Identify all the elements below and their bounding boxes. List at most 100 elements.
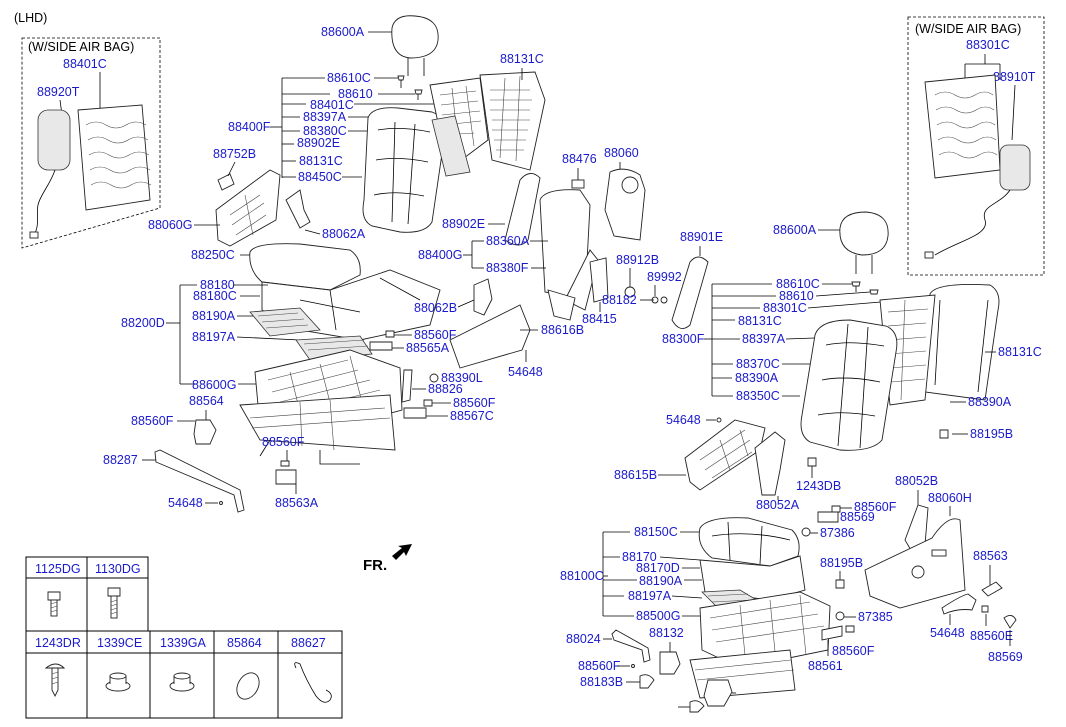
label-88200D: 88200D <box>121 316 165 330</box>
part-88052A <box>754 431 786 496</box>
label-54648-right-b: 88560F <box>578 659 621 673</box>
part-88561 <box>703 679 733 707</box>
label-88100C: 88100C <box>560 569 604 583</box>
label-54648-right-a: 54648 <box>666 413 701 427</box>
part-88062B <box>473 278 493 316</box>
seatback-cushion-right <box>800 319 898 451</box>
label-88600A-left: 88600A <box>321 25 365 39</box>
label-88902E-center: 88902E <box>442 217 485 231</box>
label-88197A-right: 88197A <box>628 589 672 603</box>
part-88569-b <box>821 625 843 641</box>
side-shield-right <box>864 518 966 609</box>
label-88370C: 88370C <box>736 357 780 371</box>
label-88600A-right: 88600A <box>773 223 817 237</box>
right-airbag-title: (W/SIDE AIR BAG) <box>915 22 1021 36</box>
label-88131C-right-a: 88131C <box>738 314 782 328</box>
label-88180: 88180 <box>200 278 235 292</box>
label-88415: 88415 <box>582 312 617 326</box>
part-88476 <box>571 179 585 189</box>
screw-icon-1243DR <box>44 663 66 698</box>
label-54648-left: 54648 <box>168 496 203 510</box>
label-88401C-b: 88401C <box>310 98 354 112</box>
label-88751B: 88563 <box>973 549 1008 563</box>
label-88180C: 88180C <box>193 289 237 303</box>
label-88476: 88476 <box>562 152 597 166</box>
part-88826 <box>401 369 413 403</box>
label-88610C-left: 88610C <box>327 71 371 85</box>
label-88190A-left: 88190A <box>192 309 236 323</box>
table-1125DG: 1125DG <box>35 562 81 576</box>
seat-cushion-top-left <box>249 243 361 291</box>
part-88563 <box>659 651 681 675</box>
label-88131C-right-b: 88131C <box>998 345 1042 359</box>
label-88150C: 88150C <box>634 525 678 539</box>
label-88301C: 88301C <box>763 301 807 315</box>
label-88250C: 88250C <box>191 248 235 262</box>
part-88569-a <box>817 511 839 523</box>
rail-88187 <box>611 629 651 663</box>
label-88062B: 88062B <box>414 301 457 315</box>
wire-clip-icon-88627 <box>294 662 332 703</box>
bolt-icon-1125DG <box>47 591 61 617</box>
headrest-left <box>391 15 439 59</box>
label-88610C-right: 88610C <box>776 277 820 291</box>
label-88380F: 88380F <box>486 261 529 275</box>
left-airbag-title: (W/SIDE AIR BAG) <box>28 40 134 54</box>
nut-icon-1339CE <box>105 672 131 692</box>
nut-icon-1339GA <box>169 672 195 692</box>
label-88360A: 88360A <box>486 234 530 248</box>
lhd-label: (LHD) <box>14 11 47 25</box>
label-88567C: 88567C <box>450 409 494 423</box>
label-88390L: 88390L <box>441 371 483 385</box>
label-89992: 89992 <box>647 270 682 284</box>
part-88415 <box>589 257 609 303</box>
label-88190A-right: 88190A <box>639 574 683 588</box>
label-88569-b: 88561 <box>808 659 843 673</box>
label-88610-right: 88610 <box>779 289 814 303</box>
rail-88287 <box>154 449 245 513</box>
part-88616B <box>449 304 531 369</box>
part-88062A <box>285 189 311 229</box>
label-88060: 88060 <box>604 146 639 160</box>
label-88052B: 88052B <box>895 474 938 488</box>
label-88826: 88826 <box>428 382 463 396</box>
armrest-88901E <box>671 256 709 329</box>
side-shield-left <box>215 169 281 247</box>
label-88195B-a: 88195B <box>970 427 1013 441</box>
label-88397A-left: 88397A <box>303 110 347 124</box>
label-88052A: 88052A <box>756 498 800 512</box>
seatback-cushion-left <box>362 107 446 233</box>
label-88024: 54648 <box>930 626 965 640</box>
label-54648-center: 54648 <box>508 365 543 379</box>
label-88560F-right-a: 88560F <box>854 500 897 514</box>
label-88560E: 88183B <box>580 675 623 689</box>
label-88901E: 88901E <box>680 230 723 244</box>
label-88560F-a: 88560F <box>131 414 174 428</box>
label-88400F: 88400F <box>228 120 271 134</box>
table-1339GA: 1339GA <box>160 636 207 650</box>
label-88390A-right-b: 88390A <box>968 395 1012 409</box>
table-1243DR: 1243DR <box>35 636 81 650</box>
back-panel-left <box>479 71 546 171</box>
label-88615B: 88615B <box>614 468 657 482</box>
seat-cushion-top-right <box>698 517 800 567</box>
front-arrow-icon <box>392 544 412 560</box>
label-88401C-a: 88401C <box>63 57 107 71</box>
label-87386: 87386 <box>820 526 855 540</box>
part-88564 <box>193 419 217 445</box>
airbag-module-left <box>37 109 71 171</box>
label-88560F-c: 88560F <box>453 396 496 410</box>
label-88197A-left: 88197A <box>192 330 236 344</box>
label-88195B-b: 88195B <box>820 556 863 570</box>
label-88920T: 88920T <box>37 85 80 99</box>
label-88062A: 88062A <box>322 227 366 241</box>
label-88170: 88170 <box>622 550 657 564</box>
label-88912B: 88912B <box>616 253 659 267</box>
table-88627: 88627 <box>291 636 326 650</box>
table-85864: 85864 <box>227 636 262 650</box>
airbag-module-right <box>999 144 1031 191</box>
label-88287: 88287 <box>103 453 138 467</box>
grommet-icon-85864 <box>236 672 260 700</box>
label-88616B: 88616B <box>541 323 584 337</box>
